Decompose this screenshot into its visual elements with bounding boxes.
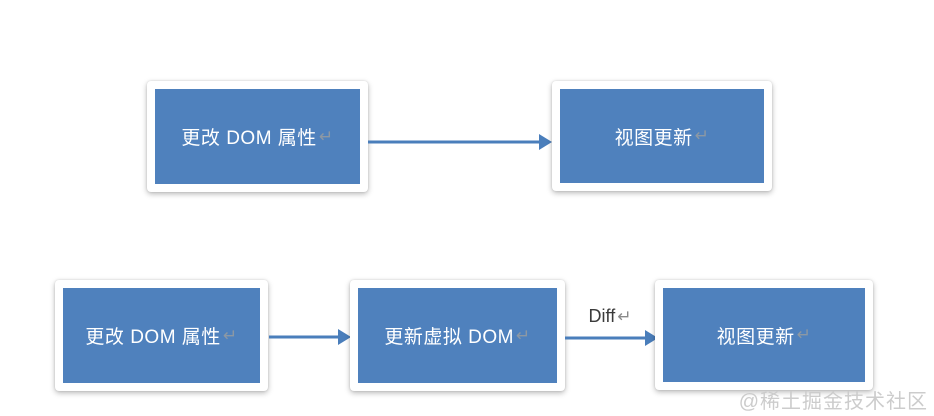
watermark: @稀土掘金技术社区: [738, 391, 928, 413]
flow-arrow-row2-second: [565, 329, 658, 347]
diff-text: Diff: [588, 306, 616, 326]
node-label: 视图更新: [716, 326, 795, 348]
return-mark-icon: ↵: [694, 126, 710, 145]
return-mark-icon: ↵: [617, 307, 632, 326]
node-fill: 视图更新↵: [560, 89, 764, 183]
node-label: 更改 DOM 属性: [181, 128, 317, 149]
node-change-dom-attr-row1: 更改 DOM 属性↵: [147, 81, 368, 192]
return-mark-icon: ↵: [796, 325, 812, 344]
return-mark-icon: ↵: [515, 325, 531, 345]
arrow-line: [565, 336, 646, 340]
return-mark-icon: ↵: [222, 325, 238, 345]
arrowhead-icon: [338, 329, 351, 345]
flow-arrow-row2-first: [269, 328, 351, 346]
node-label: 视图更新: [614, 127, 693, 149]
node-view-update-row1: 视图更新↵: [552, 81, 772, 191]
arrow-line: [368, 140, 540, 144]
node-view-update-row2: 视图更新↵: [655, 280, 873, 390]
arrowhead-icon: [645, 330, 658, 346]
flow-arrow-row1: [368, 133, 552, 151]
node-label: 更改 DOM 属性: [85, 327, 221, 348]
node-fill: 更新虚拟 DOM↵: [358, 288, 557, 383]
arrow-label-diff: Diff↵: [568, 306, 652, 327]
arrow-line: [269, 335, 339, 339]
node-fill: 更改 DOM 属性↵: [155, 89, 360, 184]
node-fill: 视图更新↵: [663, 288, 865, 382]
node-update-virtual-dom: 更新虚拟 DOM↵: [350, 280, 565, 391]
node-label: 更新虚拟 DOM: [384, 327, 514, 348]
node-change-dom-attr-row2: 更改 DOM 属性↵: [55, 280, 268, 391]
return-mark-icon: ↵: [318, 126, 334, 146]
arrowhead-icon: [539, 134, 552, 150]
node-fill: 更改 DOM 属性↵: [63, 288, 260, 383]
